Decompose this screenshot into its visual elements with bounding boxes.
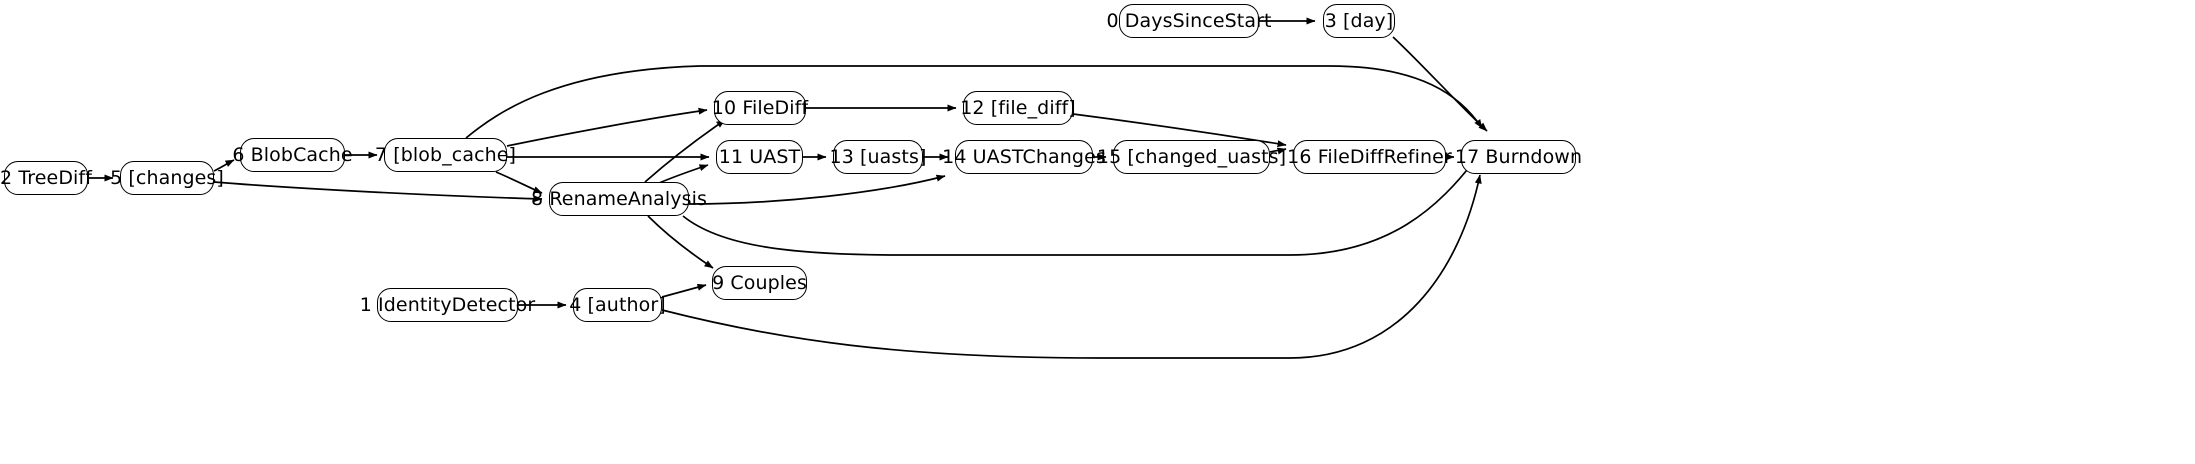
edge-8-to-10 — [644, 119, 726, 183]
graph-node-label: 3 [day] — [1324, 9, 1394, 32]
graph-node-0[interactable]: 0 DaysSinceStart — [1106, 4, 1271, 38]
graph-node-label: 5 [changes] — [110, 166, 224, 189]
graph-node-1[interactable]: 1 IdentityDetector — [360, 288, 535, 322]
graph-node-label: 0 DaysSinceStart — [1106, 9, 1272, 32]
graph-node-label: 4 [author] — [569, 293, 666, 316]
graph-node-label: 9 Couples — [712, 271, 807, 294]
graph-node-label: 7 [blob_cache] — [374, 143, 517, 166]
graph-node-13[interactable]: 13 [uasts] — [830, 140, 926, 174]
graph-node-11[interactable]: 11 UAST — [716, 140, 803, 174]
graph-node-label: 15 [changed_uasts] — [1096, 145, 1287, 168]
edge-4-to-9 — [661, 283, 707, 298]
graph-node-14[interactable]: 14 UASTChanges — [942, 140, 1106, 174]
edge-7-to-8 — [495, 171, 543, 194]
graph-node-label: 8 RenameAnalysis — [531, 187, 707, 210]
graph-node-9[interactable]: 9 Couples — [712, 266, 807, 300]
graph-node-label: 10 FileDiff — [711, 96, 809, 119]
graph-node-5[interactable]: 5 [changes] — [110, 161, 224, 195]
edge-8-to-9 — [647, 215, 714, 269]
edge-5-to-6 — [213, 159, 235, 172]
graph-node-7[interactable]: 7 [blob_cache] — [375, 138, 516, 172]
graph-node-12[interactable]: 12 [file_diff] — [960, 91, 1076, 125]
graph-node-label: 17 Burndown — [1454, 145, 1583, 168]
graph-node-label: 6 BlobCache — [232, 143, 353, 166]
graph-node-15[interactable]: 15 [changed_uasts] — [1097, 140, 1286, 174]
graph-node-label: 1 IdentityDetector — [359, 293, 536, 316]
graph-node-17[interactable]: 17 Burndown — [1455, 140, 1582, 174]
edge-7-to-17 — [465, 65, 1483, 139]
edge-5-to-8 — [213, 181, 543, 203]
graph-node-label: 2 TreeDiff — [0, 166, 93, 189]
graph-node-label: 11 UAST — [718, 145, 801, 168]
graph-node-label: 12 [file_diff] — [960, 96, 1076, 119]
graph-node-2[interactable]: 2 TreeDiff — [0, 161, 92, 195]
graph-node-label: 14 UASTChanges — [942, 145, 1106, 168]
graph-node-label: 16 FileDiffRefiner — [1287, 145, 1452, 168]
graph-node-3[interactable]: 3 [day] — [1323, 4, 1395, 38]
graph-node-10[interactable]: 10 FileDiff — [711, 91, 809, 125]
graph-node-8[interactable]: 8 RenameAnalysis — [531, 182, 707, 216]
graph-node-16[interactable]: 16 FileDiffRefiner — [1287, 140, 1452, 174]
graph-node-6[interactable]: 6 BlobCache — [232, 138, 353, 172]
edge-8-to-17 — [682, 159, 1476, 256]
graph-node-4[interactable]: 4 [author] — [569, 288, 666, 322]
edge-15-to-16 — [1269, 147, 1287, 155]
edge-8-to-14 — [688, 174, 946, 205]
edge-4-to-17 — [661, 174, 1482, 359]
edge-12-to-16 — [1072, 113, 1287, 148]
graph-node-label: 13 [uasts] — [829, 145, 927, 168]
edge-7-to-10 — [506, 107, 708, 147]
